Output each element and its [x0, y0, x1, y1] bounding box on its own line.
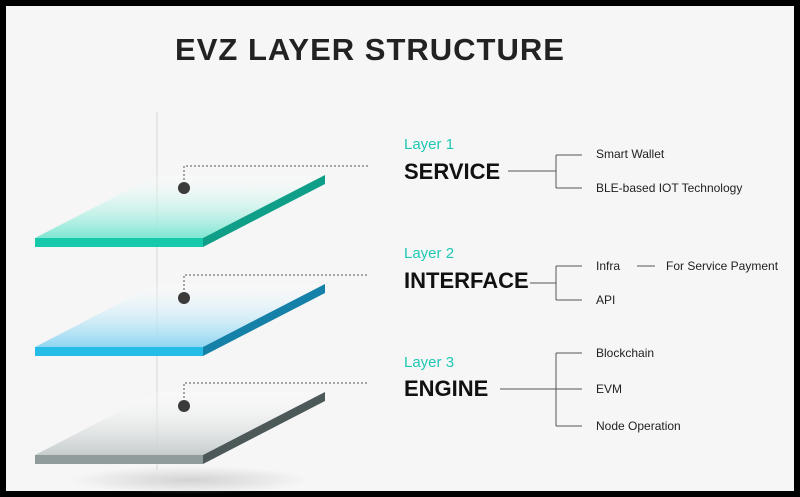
- layer-1-plate-side: [203, 175, 325, 247]
- layer-3-plate-side: [203, 392, 325, 464]
- floor-shadow: [70, 466, 310, 494]
- layer-2-item-api: API: [596, 293, 616, 307]
- layer-1-pointer-dot: [178, 182, 190, 194]
- layer-1-plate: [35, 175, 325, 247]
- layer-2-bracket: [530, 265, 655, 301]
- page-title: EVZ LAYER STRUCTURE: [175, 32, 565, 67]
- layer-2-plate: [35, 284, 325, 356]
- layer-1-item-smart-wallet: Smart Wallet: [596, 147, 665, 161]
- layer-1-item-ble-iot: BLE-based IOT Technology: [596, 181, 743, 195]
- layer-3-plate: [35, 392, 325, 464]
- layer-3-plate-front: [35, 455, 203, 464]
- layer-3-item-node-operation: Node Operation: [596, 419, 681, 433]
- layer-2-sub-item-service-payment: For Service Payment: [666, 259, 779, 273]
- layer-1-bracket: [508, 154, 582, 189]
- layer-2-pointer-line: [183, 274, 368, 298]
- layer-2-number: Layer 2: [404, 245, 455, 262]
- layer-1-plate-front: [35, 238, 203, 247]
- layer-3-pointer-dot: [178, 400, 190, 412]
- layer-1-name: SERVICE: [404, 159, 501, 184]
- layer-3-number: Layer 3: [404, 354, 455, 371]
- layer-1-number: Layer 1: [404, 136, 455, 153]
- layer-3-item-evm: EVM: [596, 382, 623, 396]
- layer-3-bracket: [500, 352, 582, 427]
- layer-3-pointer-line: [183, 382, 368, 406]
- layer-2-pointer-dot: [178, 292, 190, 304]
- layer-2-item-infra: Infra: [596, 259, 621, 273]
- layer-1-pointer-line: [183, 165, 368, 188]
- layer-3-item-blockchain: Blockchain: [596, 346, 655, 360]
- layer-2-plate-side: [203, 284, 325, 356]
- layer-3-name: ENGINE: [404, 376, 489, 401]
- layer-2-name: INTERFACE: [404, 268, 529, 293]
- layer-2-plate-front: [35, 347, 203, 356]
